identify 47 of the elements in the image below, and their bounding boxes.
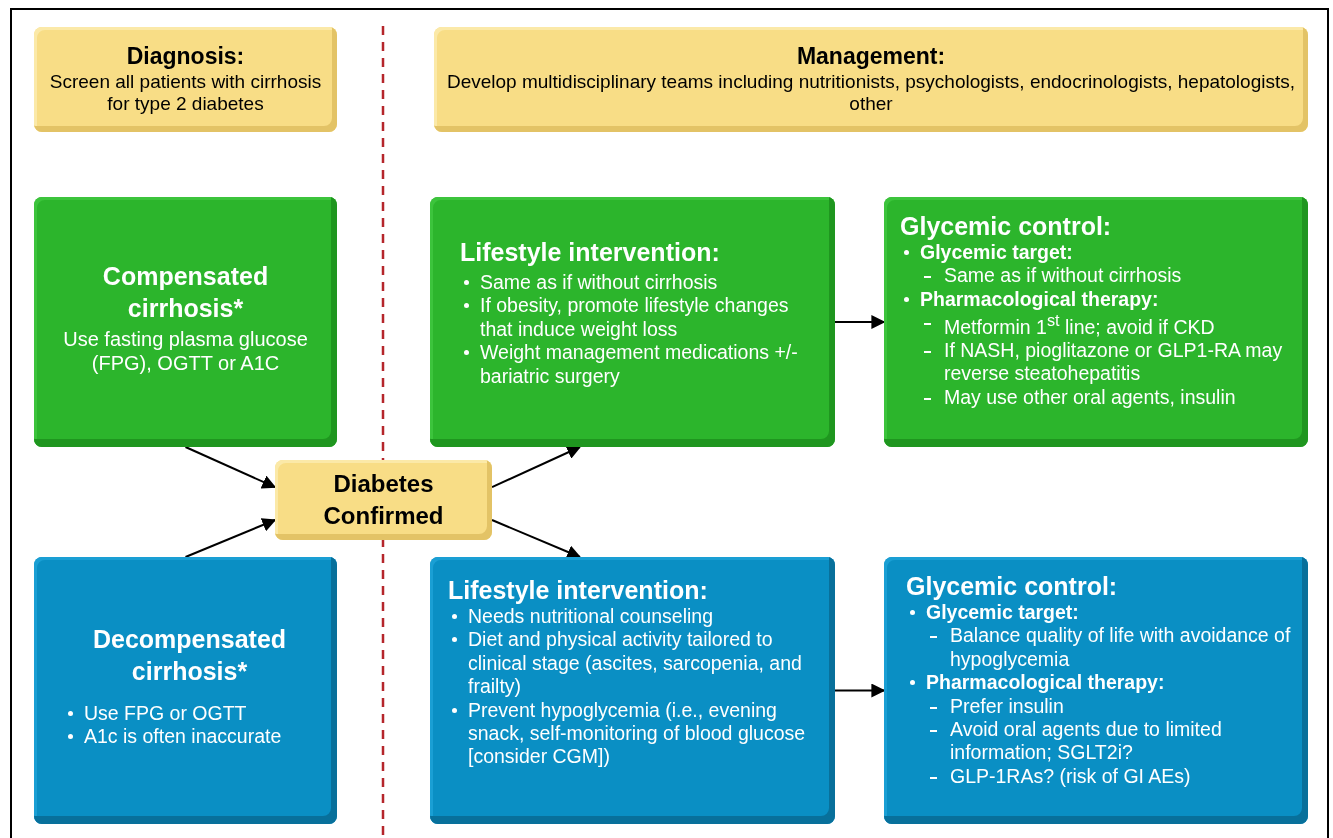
arrow: [491, 519, 582, 559]
bullet-item: Pharmacological therapy:: [900, 287, 1296, 312]
box-heading: Diagnosis:: [125, 42, 246, 71]
process-box: [34, 197, 337, 447]
arrow: [491, 445, 582, 489]
bullet-item: Glycemic target:: [906, 601, 1296, 625]
box-text: Use fasting plasma glucose (FPG), OGTT or A1C: [62, 326, 309, 375]
box-heading: Diabetes Confirmed: [322, 468, 445, 531]
process-box: [430, 197, 835, 447]
arrow: [834, 315, 886, 329]
box-heading: Glycemic control:: [900, 211, 1113, 241]
sub-item: GLP-1RAs? (risk of GI AEs): [906, 764, 1296, 789]
header-box: [434, 27, 1308, 132]
bullet-item: Glycemic target:: [900, 241, 1296, 265]
arrow: [834, 683, 886, 698]
bullet-item: Diet and physical activity tailored to clinical stage (ascites, sarcopenia, and frailty): [448, 628, 821, 699]
sub-item: Balance quality of life with avoidance of hypoglycemia: [906, 624, 1296, 672]
bullet-item: Needs nutritional counseling: [448, 605, 821, 629]
process-box: [884, 197, 1308, 447]
sub-item: Same as if without cirrhosis: [900, 264, 1296, 288]
box-heading: Lifestyle intervention:: [448, 575, 709, 605]
bullet-item: Pharmacological therapy:: [906, 671, 1296, 695]
process-box: [34, 557, 337, 824]
bullet-item: If obesity, promote lifestyle changes that induce weight loss: [460, 294, 815, 342]
box-heading: Glycemic control:: [906, 571, 1119, 601]
box-heading: Decompensated cirrhosis*: [91, 623, 288, 688]
sub-item: If NASH, pioglitazone or GLP1-RA may reverse steatohepatitis: [900, 339, 1296, 386]
header-box: [34, 27, 337, 132]
box-text: Develop multidisciplinary teams including nutritionists, psychologists, endocrinologists, hepatologists, other: [446, 70, 1296, 117]
bullet-item: Use FPG or OGTT: [64, 701, 247, 725]
bullet-item: A1c is often inaccurate: [64, 725, 282, 749]
bullet-item: Prevent hypoglycemia (i.e., evening snack, self-monitoring of blood glucose [consider CGM]): [448, 698, 821, 769]
sub-item: Metformin 1$^{st}$ line; avoid if CKD: [900, 311, 1296, 340]
box-heading: Lifestyle intervention:: [460, 237, 721, 267]
process-box: [884, 557, 1308, 824]
process-box: [430, 557, 835, 824]
box-text: Screen all patients with cirrhosis for type 2 diabetes: [48, 70, 323, 117]
box-heading: Compensated cirrhosis*: [101, 260, 270, 324]
arrow: [184, 446, 277, 489]
bullet-item: Weight management medications +/- bariatric surgery: [460, 341, 815, 388]
bullet-item: Same as if without cirrhosis: [460, 271, 815, 295]
sub-item: May use other oral agents, insulin: [900, 385, 1296, 410]
sub-item: Avoid oral agents due to limited information; SGLT2i?: [906, 717, 1296, 765]
sub-item: Prefer insulin: [906, 694, 1296, 718]
result-box: [275, 460, 492, 540]
box-heading: Management:: [795, 42, 947, 71]
arrow: [184, 518, 277, 558]
